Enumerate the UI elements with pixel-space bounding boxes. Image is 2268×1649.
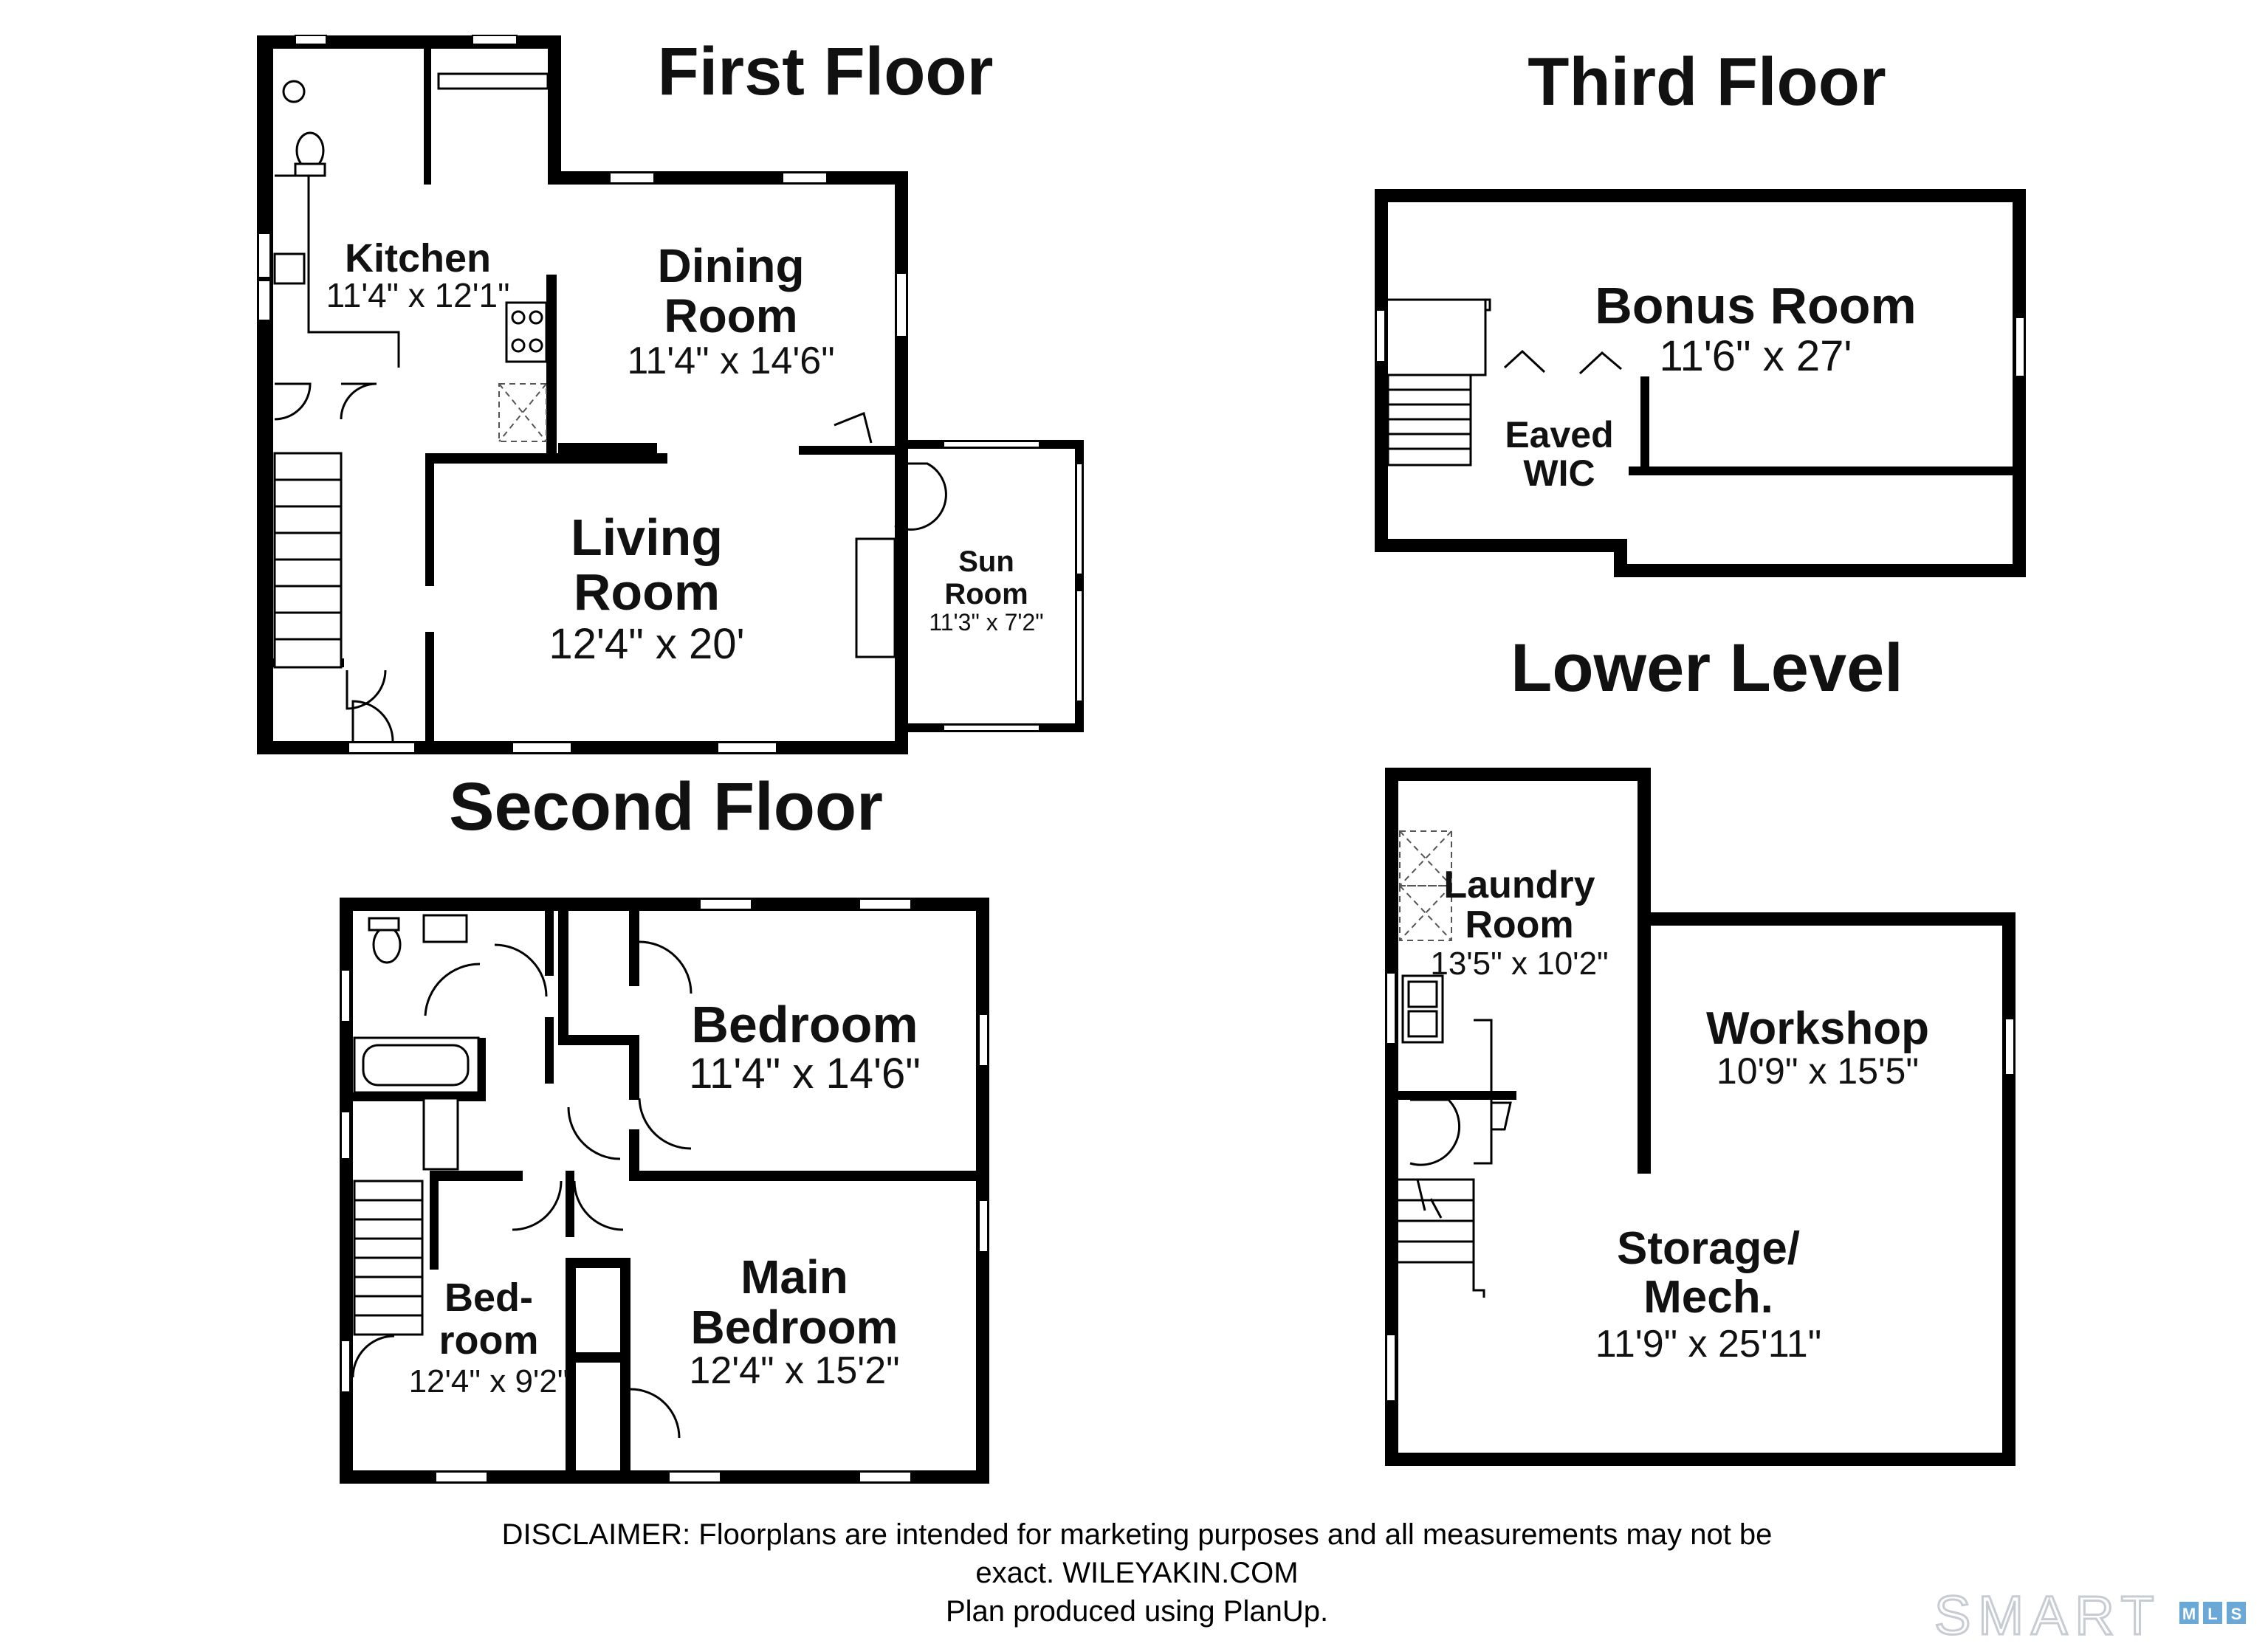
- room-bedroom-dim: 11'4" x 14'6": [689, 1050, 921, 1098]
- room-eaved-wic-name-2: WIC: [1523, 452, 1595, 494]
- lower-level-plan: [1385, 768, 2016, 1466]
- room-laundry-name-2: Room: [1465, 903, 1573, 946]
- room-main-bedroom-name-2: Bedroom: [691, 1301, 898, 1354]
- room-bedroom-name: Bedroom: [691, 996, 918, 1053]
- third-floor-title: Third Floor: [1528, 44, 1886, 120]
- room-bedroom-small-name-1: Bed-: [444, 1276, 533, 1320]
- room-bonus: Bonus Room 11'6" x 27': [1595, 277, 1917, 380]
- room-living-name-1: Living: [571, 509, 723, 566]
- first-floor-plan: [257, 35, 1084, 754]
- room-main-bedroom-dim: 12'4" x 15'2": [689, 1349, 899, 1392]
- disclaimer-line-3: Plan produced using PlanUp.: [946, 1595, 1328, 1628]
- second-floor-title: Second Floor: [449, 769, 883, 844]
- disclaimer-line-2: exact. WILEYAKIN.COM: [975, 1557, 1298, 1589]
- room-kitchen-name: Kitchen: [345, 236, 491, 280]
- room-storage-mech: Storage/ Mech. 11'9" x 25'11": [1595, 1223, 1821, 1366]
- disclaimer-line-1: DISCLAIMER: Floorplans are intended for …: [502, 1518, 1773, 1551]
- room-storage-mech-dim: 11'9" x 25'11": [1595, 1323, 1821, 1366]
- room-laundry: Laundry Room 13'5" x 10'2": [1430, 864, 1608, 982]
- logo-letter-l: L: [2207, 1605, 2217, 1623]
- room-sun-dim: 11'3" x 7'2": [929, 609, 1043, 636]
- room-kitchen-dim: 11'4" x 12'1": [326, 276, 510, 314]
- room-storage-mech-name-1: Storage/: [1617, 1223, 1800, 1274]
- room-main-bedroom-name-1: Main: [740, 1250, 848, 1304]
- room-living-name-2: Room: [574, 563, 720, 621]
- smart-mls-logo: SMART M L S: [1934, 1584, 2246, 1648]
- room-workshop: Workshop 10'9" x 15'5": [1706, 1003, 1929, 1092]
- room-dining-dim: 11'4" x 14'6": [627, 340, 834, 382]
- room-eaved-wic: Eaved WIC: [1505, 414, 1613, 494]
- room-eaved-wic-name-1: Eaved: [1505, 414, 1613, 455]
- room-bedroom-small-dim: 12'4" x 9'2": [409, 1363, 569, 1400]
- room-bedroom-small-name-2: room: [439, 1318, 539, 1363]
- room-bedroom-small: Bed- room 12'4" x 9'2": [409, 1276, 569, 1400]
- room-bonus-name: Bonus Room: [1595, 277, 1917, 334]
- room-dining-name-2: Room: [664, 289, 797, 342]
- first-floor-title: First Floor: [658, 34, 994, 109]
- room-sun-name-1: Sun: [958, 545, 1014, 578]
- room-laundry-dim: 13'5" x 10'2": [1430, 946, 1608, 982]
- room-bonus-dim: 11'6" x 27': [1660, 332, 1852, 380]
- room-living-dim: 12'4" x 20': [549, 620, 744, 668]
- room-workshop-name: Workshop: [1706, 1003, 1929, 1054]
- lower-level-title: Lower Level: [1511, 630, 1903, 706]
- third-floor-plan: [1375, 189, 2026, 577]
- logo-letter-s: S: [2231, 1605, 2242, 1623]
- room-kitchen: Kitchen 11'4" x 12'1": [326, 236, 510, 314]
- disclaimer: DISCLAIMER: Floorplans are intended for …: [502, 1518, 1773, 1628]
- room-bedroom: Bedroom 11'4" x 14'6": [689, 996, 921, 1098]
- second-floor-plan: [340, 898, 989, 1484]
- room-storage-mech-name-2: Mech.: [1643, 1272, 1773, 1323]
- room-main-bedroom: Main Bedroom 12'4" x 15'2": [689, 1250, 899, 1392]
- room-dining: Dining Room 11'4" x 14'6": [627, 239, 834, 382]
- room-laundry-name-1: Laundry: [1443, 864, 1595, 906]
- room-sun: Sun Room 11'3" x 7'2": [929, 545, 1043, 636]
- room-dining-name-1: Dining: [657, 239, 804, 292]
- room-sun-name-2: Room: [944, 578, 1028, 610]
- room-workshop-dim: 10'9" x 15'5": [1717, 1050, 1919, 1092]
- logo-word: SMART: [1934, 1585, 2162, 1646]
- logo-letter-m: M: [2182, 1605, 2196, 1623]
- room-living: Living Room 12'4" x 20': [549, 509, 744, 668]
